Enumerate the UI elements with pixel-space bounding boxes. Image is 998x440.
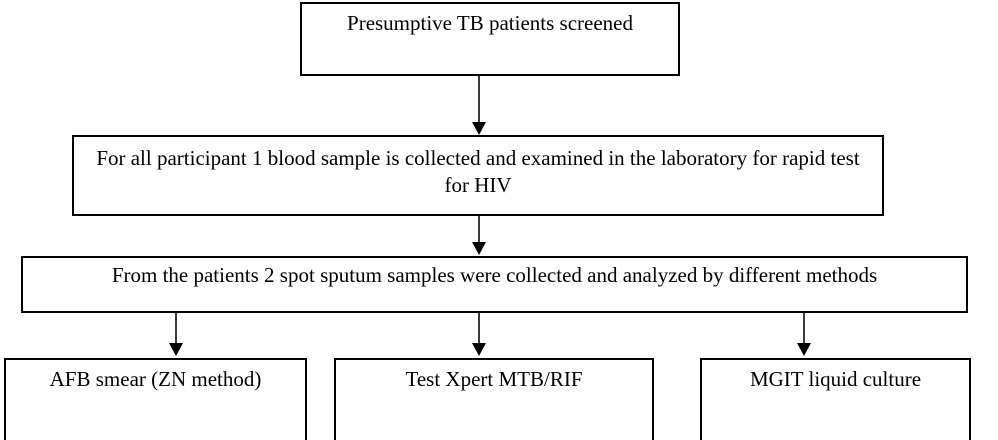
arrow-head-icon [169,343,183,356]
node-label-screened: Presumptive TB patients screened [347,11,633,35]
arrow-stem [478,216,480,243]
arrow-stem [175,313,177,345]
node-label-afb-smear: AFB smear (ZN method) [49,367,262,391]
flowchart-node-screened: Presumptive TB patients screened [300,2,680,76]
node-label-xpert: Test Xpert MTB/RIF [405,367,583,391]
node-label-blood-sample: For all participant 1 blood sample is co… [96,146,860,198]
arrow-stem [478,313,480,345]
node-label-sputum-samples: From the patients 2 spot sputum samples … [111,263,878,287]
arrow-head-icon [472,242,486,255]
arrow-head-icon [472,343,486,356]
flowchart-node-afb-smear: AFB smear (ZN method) [4,358,307,440]
arrow-stem [803,313,805,345]
arrow-stem [478,76,480,124]
node-label-mgit: MGIT liquid culture [749,367,922,391]
arrow-head-icon [797,343,811,356]
flowchart-node-xpert: Test Xpert MTB/RIF [334,358,654,440]
flowchart-node-mgit: MGIT liquid culture [700,358,971,440]
flowchart-node-sputum-samples: From the patients 2 spot sputum samples … [21,256,968,313]
arrow-head-icon [472,122,486,135]
flowchart-node-blood-sample: For all participant 1 blood sample is co… [72,135,884,216]
